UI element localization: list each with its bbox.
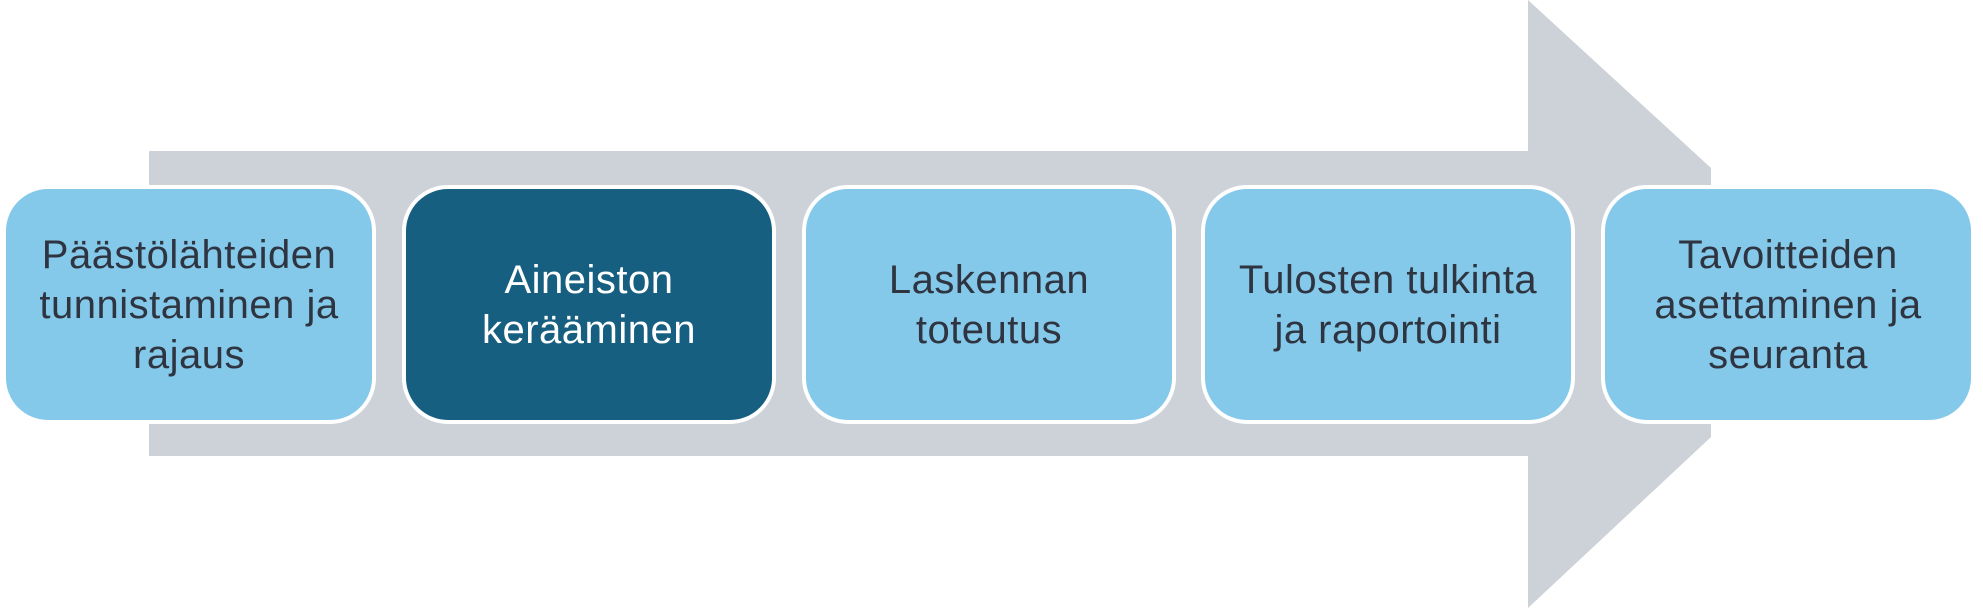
process-step-1: Päästölähteiden tunnistaminen ja rajaus: [2, 185, 376, 424]
process-step-label: Tavoitteiden asettaminen ja seuranta: [1654, 232, 1922, 377]
process-step-4: Tulosten tulkinta ja raportointi: [1201, 185, 1575, 424]
process-step-2: Aineiston kerääminen: [402, 185, 776, 424]
process-step-3: Laskennan toteutus: [802, 185, 1176, 424]
process-step-label: Laskennan toteutus: [888, 257, 1090, 352]
process-step-label: Aineiston kerääminen: [481, 257, 696, 352]
process-step-label: Tulosten tulkinta ja raportointi: [1238, 257, 1538, 352]
process-step-5: Tavoitteiden asettaminen ja seuranta: [1601, 185, 1975, 424]
process-step-label: Päästölähteiden tunnistaminen ja rajaus: [39, 232, 339, 377]
